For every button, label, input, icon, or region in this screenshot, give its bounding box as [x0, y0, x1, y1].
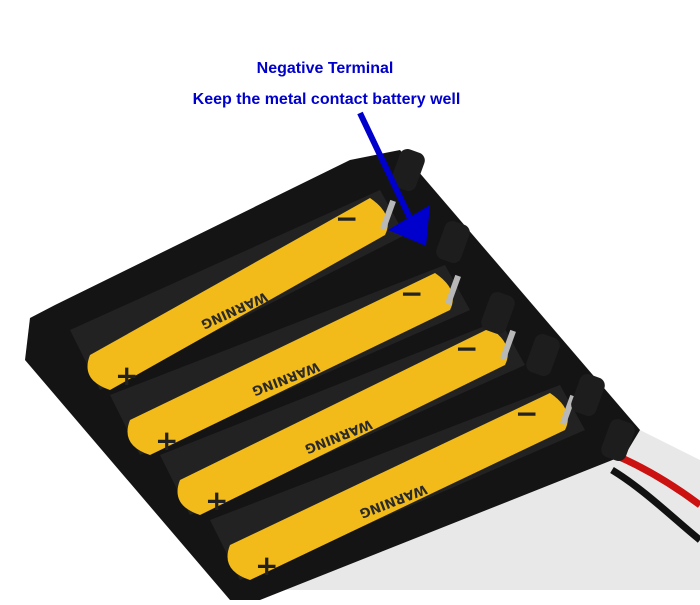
positive-symbol: + — [255, 549, 278, 582]
negative-symbol: − — [400, 277, 423, 310]
negative-symbol: − — [455, 332, 478, 365]
positive-symbol: + — [205, 484, 228, 517]
warning-label — [177, 328, 508, 515]
black-wire — [610, 467, 700, 543]
terminal-caps — [391, 149, 635, 461]
warning-label — [87, 198, 388, 390]
negative-symbol: − — [335, 202, 358, 235]
metal-contact — [380, 199, 396, 231]
metal-contact — [500, 329, 516, 361]
positive-symbol: + — [155, 424, 178, 457]
metal-contact — [445, 274, 461, 306]
battery-slot: +−WARNING — [210, 385, 585, 582]
negative-symbol: − — [515, 397, 538, 430]
warning-label — [227, 393, 568, 580]
warning-label — [127, 273, 453, 455]
battery-slot: +−WARNING — [70, 190, 405, 392]
red-wire — [613, 451, 700, 508]
annotation-arrow — [357, 111, 430, 246]
positive-symbol: + — [115, 359, 138, 392]
battery-slot: +−WARNING — [110, 265, 470, 457]
annotation-subtitle: Keep the metal contact battery well — [192, 91, 461, 108]
battery-slot: +−WARNING — [160, 320, 525, 517]
annotation-title: Negative Terminal — [256, 60, 394, 77]
